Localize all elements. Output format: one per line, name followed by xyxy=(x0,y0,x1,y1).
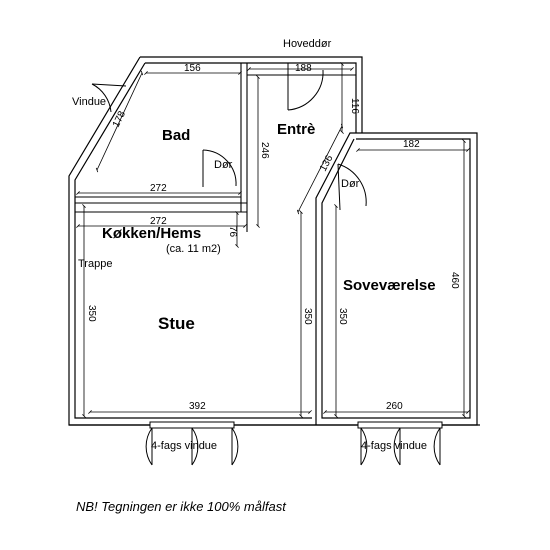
dim-entre-height: 246 xyxy=(259,142,270,159)
dim-kitchen-depth: 76 xyxy=(227,226,238,238)
label-trappe: Trappe xyxy=(78,258,112,270)
room-entre: Entrè xyxy=(277,121,315,138)
dim-entre-diag: 136 xyxy=(318,153,336,173)
room-stue: Stue xyxy=(158,314,195,333)
dim-entre-right: 116 xyxy=(349,98,360,114)
label-dor-bad: Dør xyxy=(214,159,233,171)
dim-bad-top: 156 xyxy=(184,63,201,74)
dim-stue-width: 392 xyxy=(189,401,206,412)
dim-stue-right: 350 xyxy=(302,308,313,325)
label-dor-sove: Dør xyxy=(341,178,360,190)
window-left xyxy=(145,421,239,466)
dim-sove-left: 350 xyxy=(337,308,348,325)
label-hoveddor: Hoveddør xyxy=(283,38,332,50)
dim-bad-diag: 178 xyxy=(111,109,128,129)
room-sovevaerelse: Soveværelse xyxy=(343,277,436,294)
label-vindue: Vindue xyxy=(72,96,106,108)
dim-stue-height: 350 xyxy=(86,305,97,322)
note-disclaimer: NB! Tegningen er ikke 100% målfast xyxy=(76,499,287,514)
room-kitchen-area: (ca. 11 m2) xyxy=(166,243,221,255)
dimension-lines xyxy=(76,62,470,418)
dim-bad-bottom: 272 xyxy=(150,183,167,194)
label-window-right: 4-fags vindue xyxy=(361,440,427,452)
room-bad: Bad xyxy=(162,127,190,144)
interior-walls xyxy=(75,63,356,232)
label-window-left: 4-fags vindue xyxy=(151,440,217,452)
door-swings xyxy=(91,63,367,211)
dim-sove-width: 260 xyxy=(386,401,403,412)
window-right xyxy=(357,421,443,466)
dim-entre-top: 188 xyxy=(295,63,312,74)
dim-sove-top: 182 xyxy=(403,139,420,150)
room-kitchen: Køkken/Hems xyxy=(102,225,201,242)
dim-kitchen-width: 272 xyxy=(150,216,167,227)
dim-sove-height: 460 xyxy=(449,272,460,289)
